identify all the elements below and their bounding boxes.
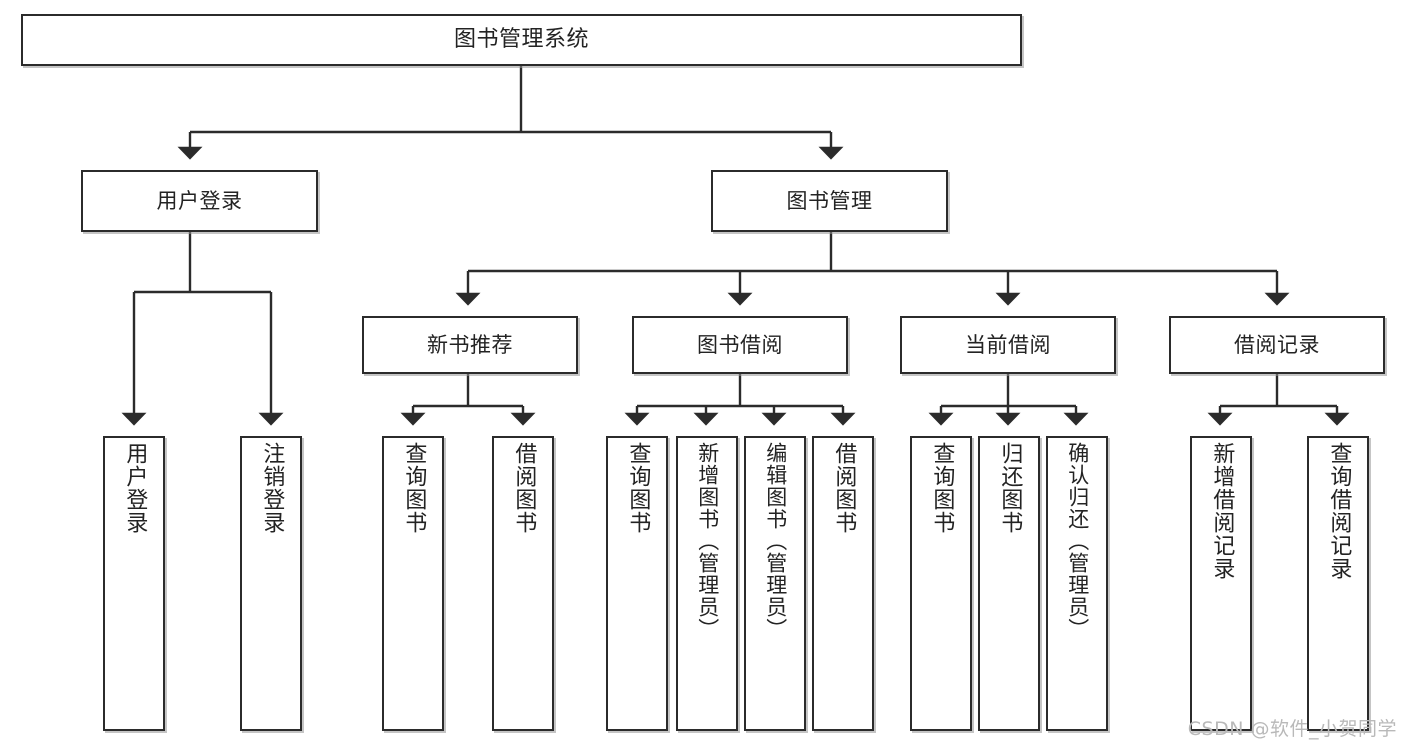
node-leaf-confirm-return[interactable]: 确认归还（管理员）	[1046, 436, 1108, 731]
node-borrow-record[interactable]: 借阅记录	[1169, 316, 1385, 374]
node-leaf-query-book-1-label: 查询图书	[401, 442, 427, 534]
watermark: CSDN @软件_小贺同学	[1187, 718, 1397, 740]
node-leaf-add-book-label: 新增图书（管理员）	[695, 442, 720, 640]
node-current-borrow-label: 当前借阅	[965, 332, 1051, 357]
node-leaf-user-login[interactable]: 用户登录	[103, 436, 165, 731]
node-leaf-borrow-book-1-label: 借阅图书	[511, 442, 537, 534]
node-leaf-borrow-book-2[interactable]: 借阅图书	[812, 436, 874, 731]
node-leaf-add-record[interactable]: 新增借阅记录	[1190, 436, 1252, 731]
node-leaf-user-login-label: 用户登录	[122, 442, 148, 534]
node-leaf-logout[interactable]: 注销登录	[240, 436, 302, 731]
node-book-borrow[interactable]: 图书借阅	[632, 316, 848, 374]
node-leaf-edit-book-label: 编辑图书（管理员）	[763, 442, 788, 640]
node-leaf-borrow-book-1[interactable]: 借阅图书	[492, 436, 554, 731]
node-book-mgmt[interactable]: 图书管理	[711, 170, 948, 232]
connector-currentborrow-to-leaves	[928, 374, 1089, 426]
node-current-borrow[interactable]: 当前借阅	[900, 316, 1116, 374]
node-leaf-return-book[interactable]: 归还图书	[978, 436, 1040, 731]
node-new-book-rec[interactable]: 新书推荐	[362, 316, 578, 374]
node-borrow-record-label: 借阅记录	[1234, 332, 1320, 357]
node-root[interactable]: 图书管理系统	[21, 14, 1022, 66]
node-book-mgmt-label: 图书管理	[786, 188, 873, 213]
node-new-book-rec-label: 新书推荐	[427, 332, 513, 357]
node-leaf-confirm-return-label: 确认归还（管理员）	[1065, 442, 1090, 640]
node-user-login[interactable]: 用户登录	[81, 170, 318, 232]
node-leaf-query-record[interactable]: 查询借阅记录	[1307, 436, 1369, 731]
node-leaf-return-book-label: 归还图书	[997, 442, 1023, 534]
node-leaf-add-book[interactable]: 新增图书（管理员）	[676, 436, 738, 731]
node-user-login-label: 用户登录	[156, 188, 243, 213]
connector-newbook-to-leaves	[400, 374, 536, 426]
node-leaf-add-record-label: 新增借阅记录	[1209, 442, 1235, 580]
node-leaf-borrow-book-2-label: 借阅图书	[831, 442, 857, 534]
connector-bookmgmt-to-level3	[455, 232, 1290, 306]
connector-root-to-level2	[177, 66, 844, 160]
node-leaf-query-book-3-label: 查询图书	[929, 442, 955, 534]
node-leaf-query-book-2-label: 查询图书	[625, 442, 651, 534]
connector-bookborrow-to-leaves	[624, 374, 856, 426]
node-root-label: 图书管理系统	[453, 27, 589, 53]
node-leaf-query-record-label: 查询借阅记录	[1326, 442, 1352, 580]
connector-borrowrecord-to-leaves	[1207, 374, 1350, 426]
node-leaf-query-book-2[interactable]: 查询图书	[606, 436, 668, 731]
node-leaf-query-book-3[interactable]: 查询图书	[910, 436, 972, 731]
node-book-borrow-label: 图书借阅	[697, 332, 783, 357]
node-leaf-query-book-1[interactable]: 查询图书	[382, 436, 444, 731]
connector-userlogin-to-leaves	[121, 232, 284, 426]
node-leaf-edit-book[interactable]: 编辑图书（管理员）	[744, 436, 806, 731]
node-leaf-logout-label: 注销登录	[259, 442, 285, 534]
